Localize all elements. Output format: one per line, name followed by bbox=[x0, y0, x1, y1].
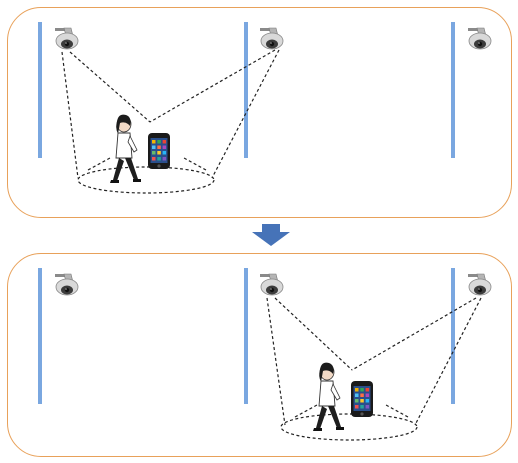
surveillance-camera-icon bbox=[55, 28, 78, 49]
pedestrian-icon bbox=[110, 115, 141, 183]
pole bbox=[244, 22, 248, 158]
surveillance-camera-icon bbox=[260, 28, 283, 49]
pole bbox=[38, 22, 42, 158]
smartphone-icon bbox=[351, 381, 373, 417]
smartphone-icon bbox=[148, 133, 170, 169]
poles-before bbox=[38, 22, 455, 158]
pole bbox=[244, 268, 248, 404]
camera-coverage-lines-after bbox=[267, 298, 481, 440]
detection-zone bbox=[78, 167, 214, 193]
down-arrow-icon bbox=[252, 224, 290, 246]
surveillance-camera-icon bbox=[260, 274, 283, 295]
pedestrian-icon bbox=[313, 363, 344, 431]
surveillance-camera-icon bbox=[55, 274, 78, 295]
cameras-after bbox=[55, 274, 491, 295]
surveillance-camera-icon bbox=[468, 28, 491, 49]
pole bbox=[38, 268, 42, 404]
cameras-before bbox=[55, 28, 491, 49]
pole bbox=[451, 22, 455, 158]
pole bbox=[451, 268, 455, 404]
surveillance-camera-icon bbox=[468, 274, 491, 295]
poles-after bbox=[38, 268, 455, 404]
detection-zone bbox=[281, 414, 417, 440]
